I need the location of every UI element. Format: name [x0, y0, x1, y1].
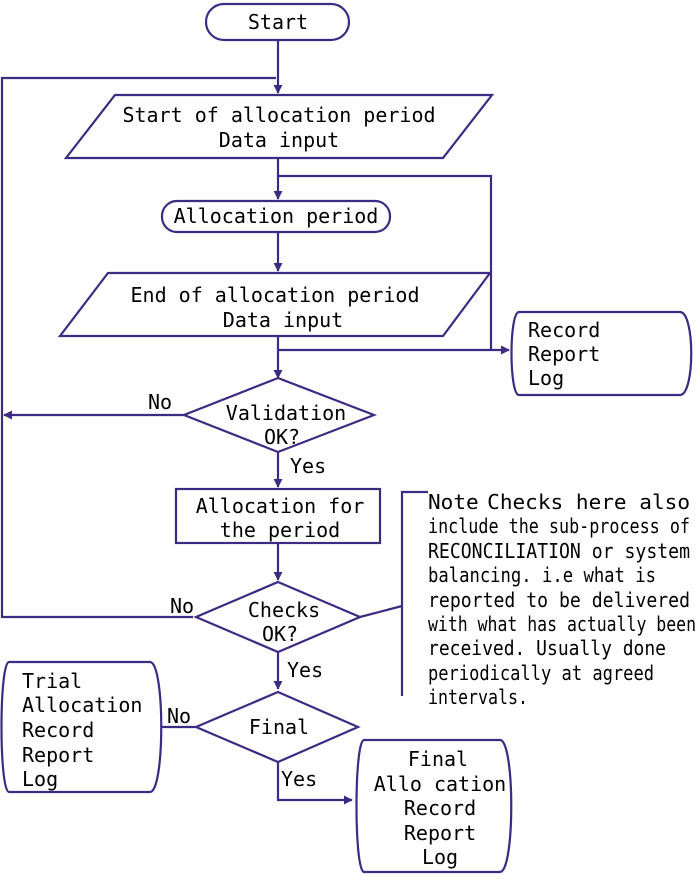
input-start-of-period: Start of allocation period Data input — [63, 93, 495, 160]
note-line-7: received. Usually done — [428, 636, 666, 660]
trial-line-4: Report — [22, 743, 94, 767]
alloc-line-2: the period — [220, 518, 340, 542]
record-log-line-1: Record — [528, 318, 600, 342]
validation-no-label: No — [148, 390, 172, 414]
record-log-line-2: Report — [528, 342, 600, 366]
note-line-9: intervals. — [428, 685, 528, 709]
validation-yes-label: Yes — [290, 454, 326, 478]
note-line-5: reported to be delivered — [428, 588, 690, 612]
start-terminator: Start — [204, 2, 351, 42]
note-connector — [359, 604, 403, 619]
period-label: Allocation period — [174, 204, 379, 228]
record-report-log-document: Record Report Log — [510, 310, 693, 397]
trial-allocation-document: Trial Allocation Record Report Log — [0, 660, 163, 794]
connectors — [0, 40, 510, 805]
final-allocation-document: Final Allo cation Record Report Log — [355, 738, 513, 874]
input2-line-1: End of allocation period — [131, 283, 420, 307]
checks-line-2: OK? — [262, 622, 298, 646]
input1-line-1: Start of allocation period — [122, 103, 435, 127]
edge-checks-no-loop — [0, 76, 276, 619]
final-yes-label: Yes — [281, 767, 317, 791]
note-bracket — [400, 490, 428, 696]
input2-line-2: Data input — [223, 308, 343, 332]
final-label: Final — [249, 715, 309, 739]
validation-line-1: Validation — [226, 401, 346, 425]
checks-decision: Checks OK? — [193, 580, 363, 654]
final-no-label: No — [167, 704, 191, 728]
edge-period-tap-to-record — [278, 174, 493, 350]
checks-line-1: Checks — [248, 598, 320, 622]
trial-line-5: Log — [22, 767, 58, 791]
checks-yes-label: Yes — [287, 658, 323, 682]
allocation-process: Allocation for the period — [174, 487, 382, 545]
note-line-4: balancing. i.e what is — [428, 563, 656, 587]
record-log-line-3: Log — [528, 366, 564, 390]
trial-line-1: Trial — [22, 669, 82, 693]
input-end-of-period: End of allocation period Data input — [57, 271, 493, 338]
alloc-line-1: Allocation for — [196, 494, 365, 518]
note-line-3: RECONCILIATION or system — [428, 539, 690, 563]
final-doc-line-5: Log — [422, 845, 458, 869]
note-label: Note — [428, 490, 479, 514]
validation-decision: Validation OK? — [180, 376, 378, 454]
final-doc-line-4: Report — [404, 821, 476, 845]
edge-final-yes — [276, 762, 353, 805]
note-line-6: with what has actually been — [428, 612, 696, 636]
final-doc-line-1: Final — [408, 747, 468, 771]
start-label: Start — [248, 10, 308, 34]
trial-line-3: Record — [22, 718, 94, 742]
final-doc-line-3: Record — [404, 796, 476, 820]
checks-no-label: No — [170, 594, 194, 618]
note-line-8: periodically at agreed — [428, 661, 654, 685]
trial-line-2: Allocation — [22, 693, 142, 717]
allocation-period-terminator: Allocation period — [160, 199, 392, 234]
validation-line-2: OK? — [264, 425, 300, 449]
input1-line-2: Data input — [219, 128, 339, 152]
final-decision: Final — [193, 690, 361, 764]
note-line-2: include the sub-process of — [428, 514, 690, 538]
final-doc-line-2: Allo cation — [374, 772, 506, 796]
